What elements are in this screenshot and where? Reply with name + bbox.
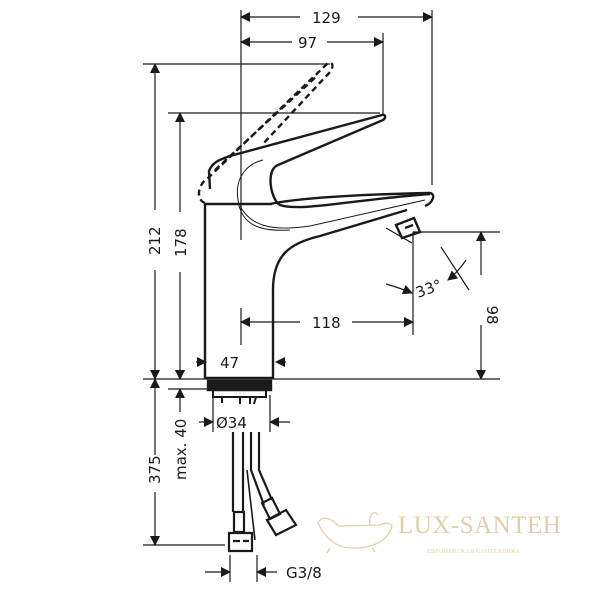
faucet-body [203,191,435,380]
mounting-flange [206,379,273,392]
hose-fitting-left [227,510,254,553]
faucet-outline [197,61,435,553]
label-thread-diameter: Ø34 [216,414,247,432]
lever-raised-dashed [197,61,334,205]
lever-edge-inner [236,159,291,231]
label-lever-height: 178 [172,228,190,257]
watermark-logo: LUX-SANTEH ЕВРОПЕЙСКАЯ САНТЕХНИКА [317,512,561,555]
aerator [394,216,422,240]
extension-line-angle-ref [385,227,413,244]
dim-33-arrow-right [447,259,467,281]
bathtub-icon [317,512,393,554]
label-overall-depth: 129 [312,9,341,27]
extension-line-angle [440,246,470,291]
label-spout-angle: 33° [413,276,444,302]
hose-right [249,432,274,506]
hose-fitting-right [260,496,298,537]
label-total-height: 212 [146,226,164,255]
label-lever-reach: 97 [298,34,317,52]
hose-mid [246,469,256,541]
label-hose-length: 375 [146,455,164,484]
hose-left [231,432,245,512]
label-max-deck-thickness: max. 40 [172,419,190,480]
lever-raised-dashed-inner [214,74,319,171]
spout-underside [239,199,426,229]
dim-33-arrow-left [385,283,413,295]
watermark-brand: LUX-SANTEH [398,512,561,539]
label-connection-thread: G3/8 [286,564,322,582]
label-spout-reach: 118 [312,314,341,332]
mounting-thread [212,390,267,405]
watermark-tagline: ЕВРОПЕЙСКАЯ САНТЕХНИКА [427,547,521,555]
label-body-diameter: 47 [220,354,239,372]
label-spout-height: 98 [483,305,501,324]
lever [207,113,431,209]
